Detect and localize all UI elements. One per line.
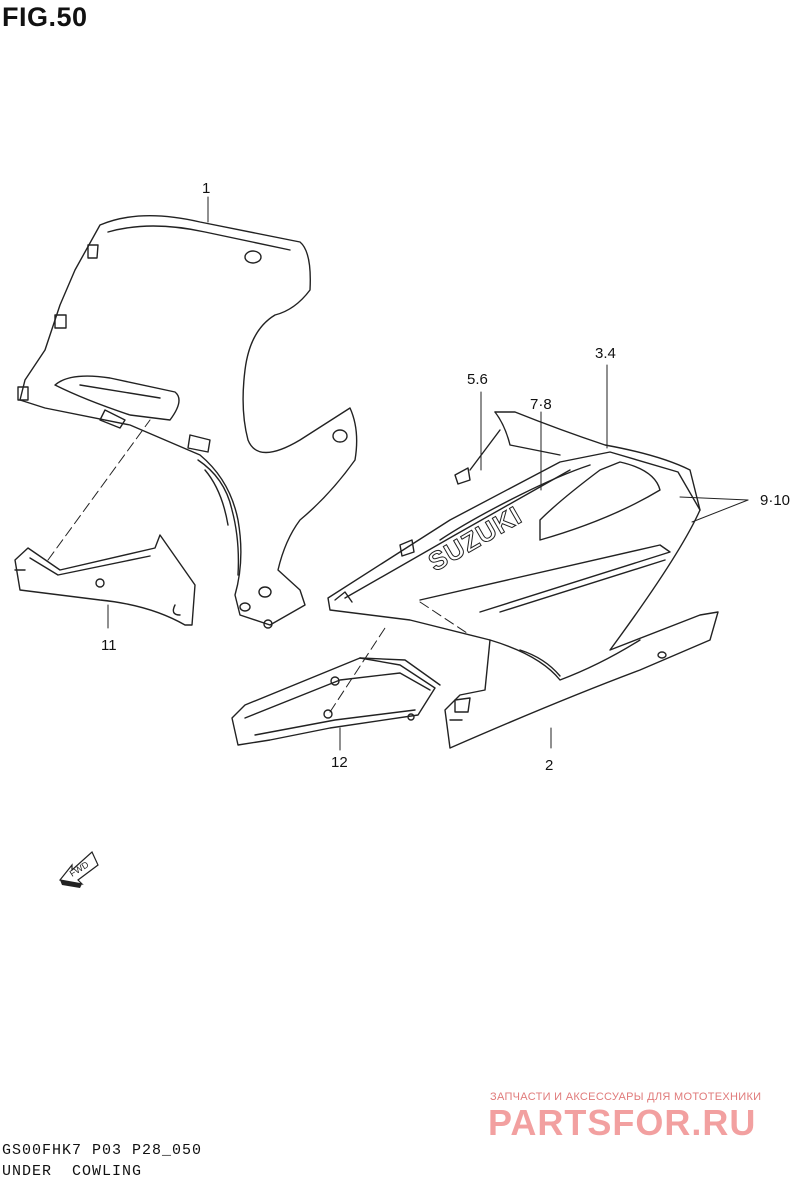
- part-12-bracket[interactable]: [231, 657, 441, 746]
- callout-3-4: 3.4: [595, 345, 616, 362]
- callout-2: 2: [545, 757, 554, 774]
- callout-7-8: 7·8: [530, 396, 552, 413]
- callout-9-10: 9·10: [760, 492, 791, 509]
- watermark-tagline: ЗАПЧАСТИ И АКСЕССУАРЫ ДЛЯ МОТОТЕХНИКИ: [490, 1091, 762, 1103]
- callout-11: 11: [101, 637, 117, 654]
- part-11-bracket[interactable]: [14, 534, 196, 626]
- callout-12: 12: [331, 754, 348, 771]
- watermark-brand: PARTSFOR.RU: [488, 1102, 757, 1143]
- suzuki-decal: SUZUKI: [423, 500, 527, 577]
- part-2-under-cowling[interactable]: [327, 451, 719, 749]
- part-3-4-side-cowling[interactable]: [334, 411, 701, 603]
- callout-1: 1: [202, 180, 211, 197]
- model-code: GS00FHK7 P03 P28_050: [2, 1142, 203, 1159]
- fwd-arrow-icon: FWD: [58, 851, 99, 888]
- section-name: UNDER COWLING: [2, 1163, 143, 1180]
- callout-leader-lines: [107, 196, 749, 751]
- part-1-inner-cowling[interactable]: [17, 214, 358, 629]
- callout-5-6: 5.6: [467, 371, 488, 388]
- figure-title: FIG.50: [2, 2, 88, 32]
- leader-lines-dashed: [47, 419, 471, 713]
